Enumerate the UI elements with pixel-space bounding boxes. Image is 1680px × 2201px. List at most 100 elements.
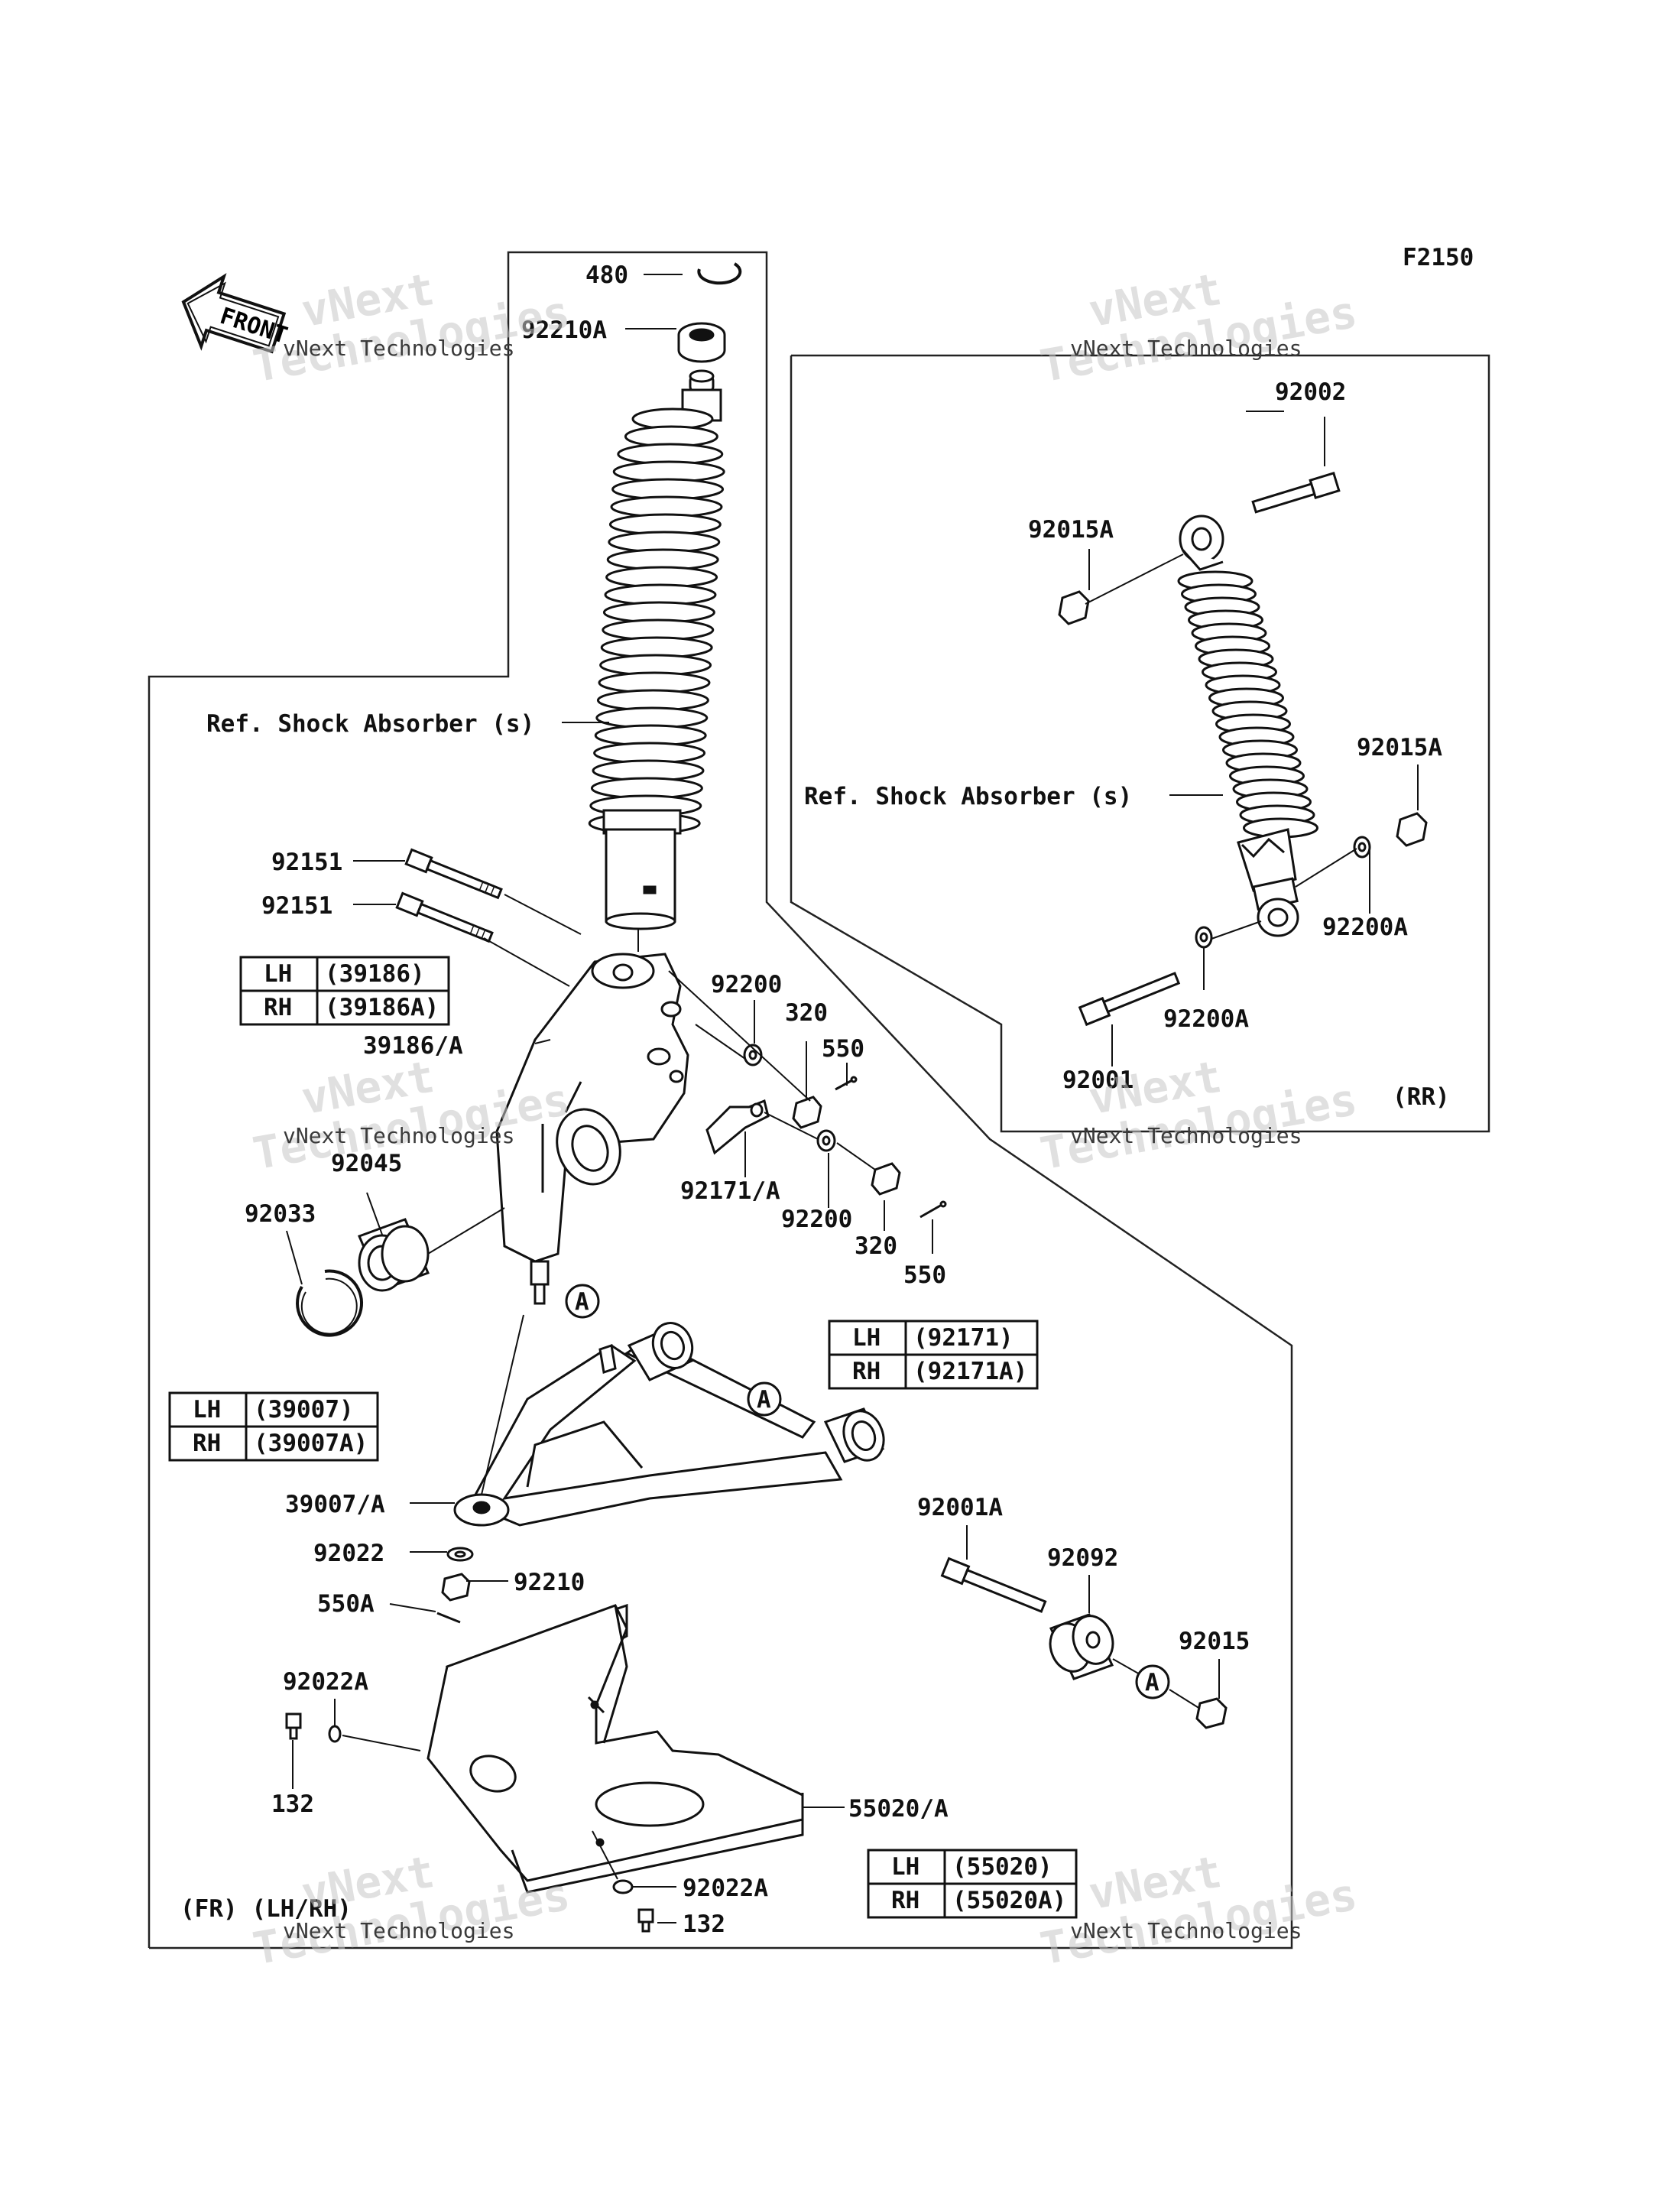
table-knuckle-part-0: (39186) [325,960,425,988]
bolt-92001 [1078,972,1181,1027]
svg-text:vNext Technologies: vNext Technologies [283,1123,514,1148]
label-92015A-right: 92015A [1357,734,1442,761]
label-132-bot: 132 [683,1910,725,1938]
bolt-132-icons [285,1712,654,1933]
table-arm-side-1: RH [193,1430,221,1457]
diagram-code: F2150 [1403,244,1474,271]
label-92200A-right: 92200A [1322,914,1408,941]
label-ref-shock-rear: Ref. Shock Absorber (s) [804,783,1132,810]
callout-a-arm-front: A [747,1381,782,1417]
table-guard-part-1: (55020A) [952,1887,1066,1914]
label-480: 480 [585,261,628,289]
label-92022A-bot: 92022A [683,1875,768,1902]
svg-text:vNext Technologies: vNext Technologies [1070,1123,1302,1148]
svg-text:vNext Technologies: vNext Technologies [1070,336,1302,361]
label-92171A: 92171/A [680,1177,780,1205]
collar-92092 [1049,1613,1114,1680]
rear-shock-top [1179,515,1224,571]
label-92001A: 92001A [917,1494,1003,1521]
label-92033: 92033 [245,1200,316,1228]
rear-shock-body [1237,828,1299,937]
svg-text:A: A [757,1386,771,1414]
label-132-left: 132 [271,1790,314,1818]
table-arm-part-1: (39007A) [254,1430,368,1457]
label-39007A: 39007/A [285,1491,385,1518]
label-92200-top: 92200 [711,971,782,998]
table-arm-part-0: (39007) [254,1396,354,1424]
callout-a-hardware: A [1135,1664,1170,1699]
nut-92015A-icons [1058,590,1428,847]
lh-rh-tables: LH(39186)RH(39186A)LH(39007)RH(39007A)LH… [168,956,1078,1919]
label-92045: 92045 [331,1150,402,1177]
label-92210: 92210 [514,1569,585,1596]
cotter-pin-550-icons [835,1076,947,1219]
callout-a-markers: A A A [565,1284,1170,1699]
section-tag-rear: (RR) [1393,1083,1450,1111]
washer-92022A-icons [328,1725,634,1894]
table-bracket-side-0: LH [852,1324,881,1352]
callout-a-knuckle-arm: A [565,1284,600,1319]
label-92015A-top: 92015A [1028,516,1114,544]
lower-a-arm [453,1322,885,1527]
bearing-92045 [357,1218,430,1292]
front-shock-body [605,828,676,952]
bolt-92151-icons [395,848,503,943]
label-92200A-bot: 92200A [1163,1005,1249,1033]
bolt-92002 [1251,471,1341,514]
section-tag-front: (FR) (LH/RH) [180,1895,352,1923]
steering-knuckle [495,953,689,1305]
skid-guard [426,1603,804,1894]
circlip-92033 [296,1269,363,1337]
nut-92015 [1195,1697,1228,1729]
table-knuckle-side-0: LH [264,960,292,988]
table-arm-side-0: LH [193,1396,221,1424]
table-knuckle-part-1: (39186A) [325,994,439,1021]
table-guard-part-0: (55020) [952,1853,1052,1881]
label-92210A: 92210A [521,317,607,344]
table-knuckle-side-1: RH [264,994,292,1021]
table-bracket: LH (92171) RH (92171A) [828,1320,1039,1390]
table-guard-side-1: RH [891,1887,919,1914]
table-bracket-part-0: (92171) [913,1324,1014,1352]
table-bracket-side-1: RH [852,1358,881,1385]
table-arm: LH (39007) RH (39007A) [168,1391,379,1462]
svg-text:A: A [575,1288,589,1316]
frame-rear-outline [790,354,1490,1133]
label-550A: 550A [317,1590,375,1618]
label-92022A-left: 92022A [283,1668,368,1696]
washer-92200A-icons [1195,836,1371,949]
front-shock-boot [588,388,725,835]
washer-92022 [446,1547,474,1562]
leader-lines [286,274,1419,1923]
svg-text:vNext Technologies: vNext Technologies [1070,1918,1302,1943]
label-55020A: 55020/A [848,1795,949,1823]
label-92002: 92002 [1275,378,1346,406]
nut-320-icons [792,1096,901,1196]
table-guard-side-0: LH [891,1853,919,1881]
label-550-top: 550 [822,1035,864,1063]
label-92001: 92001 [1062,1066,1134,1094]
label-550-bot: 550 [903,1261,946,1289]
svg-text:A: A [1145,1669,1159,1696]
label-92151-a: 92151 [271,849,342,876]
label-92015: 92015 [1179,1628,1250,1655]
part-labels: 480 92210A Ref. Shock Absorber (s) 92151… [180,261,1450,1938]
label-ref-shock-front: Ref. Shock Absorber (s) [206,710,534,738]
frame-front-outline [148,251,1293,1949]
bolt-92001A [940,1557,1047,1613]
table-bracket-part-1: (92171A) [913,1358,1027,1385]
label-92022: 92022 [313,1540,384,1567]
label-92151-b: 92151 [261,892,332,920]
cotter-pin-550A [436,1612,461,1624]
table-guard: LH (55020) RH (55020A) [867,1849,1078,1919]
front-arrow-icon: FRONT [181,273,290,354]
svg-text:vNext Technologies: vNext Technologies [283,336,514,361]
rear-shock-spring [1177,570,1318,839]
nut-92210 [441,1573,471,1602]
table-knuckle: LH (39186) RH (39186A) [239,956,450,1026]
